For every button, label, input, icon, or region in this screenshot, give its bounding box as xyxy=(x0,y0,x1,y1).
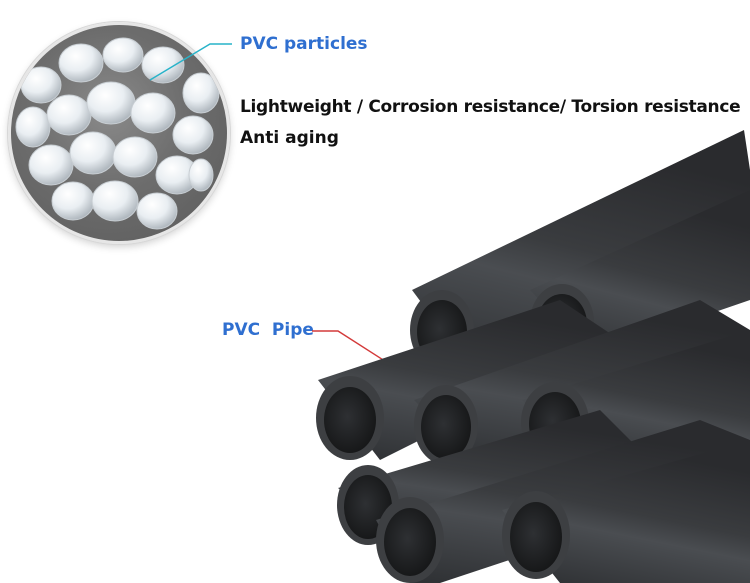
pipe-middle-center xyxy=(414,300,750,465)
pvc-pipe-label: PVC Pipe xyxy=(222,320,314,340)
pvc-particles-label: PVC particles xyxy=(240,34,368,54)
features-text-line-2: Anti aging xyxy=(240,128,339,148)
pipe-bottom-right xyxy=(502,440,750,583)
pipe-middle-left xyxy=(316,300,620,460)
features-text-line-1: Lightweight / Corrosion resistance/ Tors… xyxy=(240,97,741,117)
